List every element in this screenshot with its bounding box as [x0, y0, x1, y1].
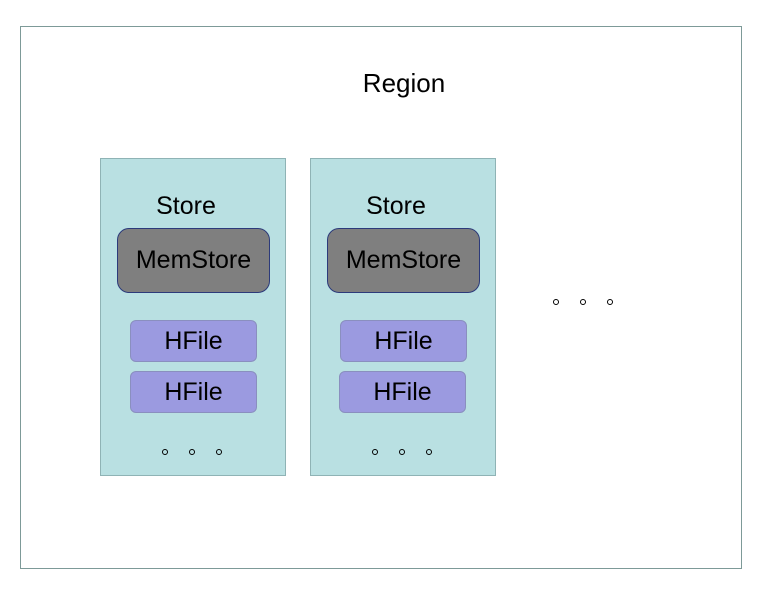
- more-hfiles-ellipsis-icon: [372, 449, 432, 455]
- hfile-box: HFile: [130, 320, 257, 362]
- store-box: Store MemStore HFile HFile: [100, 158, 286, 476]
- store-box: Store MemStore HFile HFile: [310, 158, 496, 476]
- memstore-box: MemStore: [327, 228, 480, 293]
- dot-icon: [399, 449, 405, 455]
- region-box: [20, 26, 742, 569]
- dot-icon: [189, 449, 195, 455]
- dot-icon: [580, 299, 586, 305]
- memstore-box: MemStore: [117, 228, 270, 293]
- dot-icon: [426, 449, 432, 455]
- more-hfiles-ellipsis-icon: [162, 449, 222, 455]
- region-title: Region: [362, 68, 446, 98]
- store-title: Store: [156, 192, 216, 220]
- hfile-box: HFile: [340, 320, 467, 362]
- hfile-box: HFile: [339, 371, 466, 413]
- dot-icon: [372, 449, 378, 455]
- dot-icon: [553, 299, 559, 305]
- more-stores-ellipsis-icon: [553, 299, 613, 305]
- store-title: Store: [366, 192, 426, 220]
- dot-icon: [607, 299, 613, 305]
- dot-icon: [216, 449, 222, 455]
- hfile-box: HFile: [130, 371, 257, 413]
- dot-icon: [162, 449, 168, 455]
